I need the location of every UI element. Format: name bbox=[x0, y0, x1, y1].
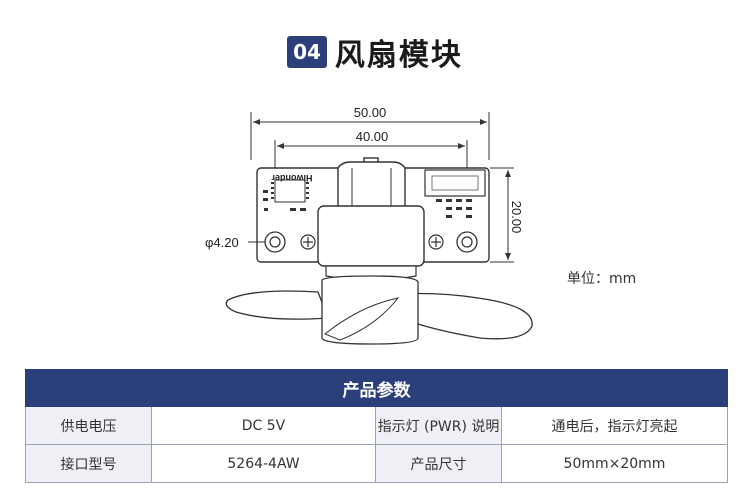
spec-key-indicator: 指示灯 (PWR) 说明 bbox=[375, 406, 502, 445]
fan-propeller bbox=[225, 275, 533, 345]
spec-table: 产品参数 供电电压 DC 5V 指示灯 (PWR) 说明 通电后，指示灯亮起 接… bbox=[25, 369, 728, 483]
spec-key-size: 产品尺寸 bbox=[375, 444, 502, 483]
spec-value-interface: 5264-4AW bbox=[151, 444, 376, 483]
section-number-badge: 04 bbox=[287, 36, 327, 68]
spec-key-interface: 接口型号 bbox=[25, 444, 152, 483]
unit-note: 单位：mm bbox=[567, 271, 637, 287]
table-row: 接口型号 5264-4AW 产品尺寸 50mm×20mm bbox=[25, 444, 728, 483]
dimension-hole-spacing-label: 40.00 bbox=[356, 129, 389, 144]
fan-module-drawing: 50.00 40.00 20.00 bbox=[205, 105, 533, 345]
spec-key-voltage: 供电电压 bbox=[25, 406, 152, 445]
spec-table-heading: 产品参数 bbox=[25, 369, 728, 407]
table-row: 供电电压 DC 5V 指示灯 (PWR) 说明 通电后，指示灯亮起 bbox=[25, 406, 728, 445]
dimension-overall-width-label: 50.00 bbox=[354, 105, 387, 120]
board-brand-label: Hiwonder bbox=[271, 173, 312, 183]
page-title: 风扇模块 bbox=[334, 38, 463, 73]
spec-value-indicator: 通电后，指示灯亮起 bbox=[501, 406, 728, 445]
page-header: 04 风扇模块 bbox=[0, 30, 750, 74]
spec-value-voltage: DC 5V bbox=[151, 406, 376, 445]
dimension-overall-width bbox=[250, 112, 490, 160]
hole-diameter-label: φ4.20 bbox=[205, 235, 239, 250]
spec-value-size: 50mm×20mm bbox=[501, 444, 728, 483]
dimension-height bbox=[490, 167, 514, 263]
dimension-height-label: 20.00 bbox=[509, 201, 524, 234]
